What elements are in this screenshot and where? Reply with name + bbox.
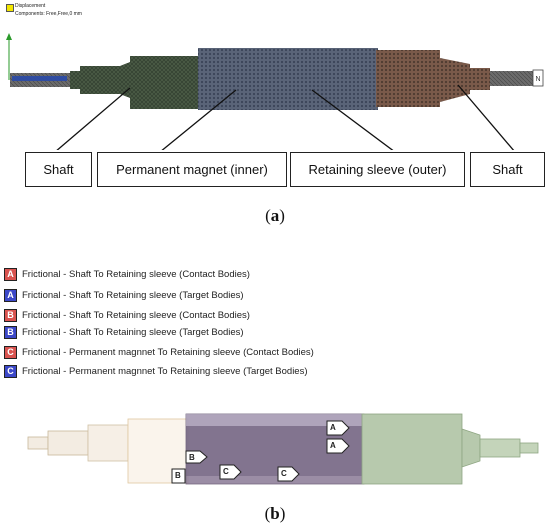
legend-badge: A (4, 267, 17, 281)
legend-text: Frictional - Permanent magnnet To Retain… (22, 365, 308, 377)
left-shaft-body (130, 56, 200, 109)
legend-badge: C (4, 364, 17, 378)
tag-a-label: A (330, 441, 336, 450)
tag-c-1 (219, 464, 242, 480)
result-title: Displacement (15, 3, 46, 9)
label-retaining-sleeve: Retaining sleeve (outer) (290, 152, 465, 187)
displacement-legend-swatch (6, 4, 14, 12)
tag-b-2 (171, 468, 186, 484)
tag-a-1 (326, 420, 350, 436)
legend-item: C Frictional - Permanent magnnet To Reta… (4, 344, 314, 360)
tag-c-label: C (281, 469, 287, 478)
result-components: Components: Free,Free,0 mm (15, 11, 82, 17)
legend-text: Frictional - Shaft To Retaining sleeve (… (22, 309, 250, 321)
rotor-mesh-model: N (6, 33, 544, 150)
legend-item: C Frictional - Permanent magnnet To Reta… (4, 363, 308, 379)
legend-badge: A (4, 288, 17, 302)
label-permanent-magnet: Permanent magnet (inner) (97, 152, 287, 187)
tag-a-label: A (330, 423, 336, 432)
right-shaft-tip (490, 71, 535, 86)
contact-model-view (27, 413, 539, 485)
svg-text:N: N (535, 76, 540, 83)
legend-text: Frictional - Shaft To Retaining sleeve (… (22, 268, 250, 280)
right-shaft-body-b (361, 413, 463, 485)
tag-b-label: B (175, 471, 181, 480)
tag-a-2 (326, 438, 350, 454)
label-shaft-left: Shaft (25, 152, 92, 187)
left-shaft-arrow-band (12, 76, 67, 81)
label-shaft-right: Shaft (470, 152, 545, 187)
legend-text: Frictional - Permanent magnnet To Retain… (22, 346, 314, 358)
legend-item: B Frictional - Shaft To Retaining sleeve… (4, 324, 244, 340)
tag-c-2 (277, 466, 300, 482)
tag-b-label: B (189, 453, 195, 462)
legend-text: Frictional - Shaft To Retaining sleeve (… (22, 326, 244, 338)
tag-c-label: C (223, 467, 229, 476)
legend-text: Frictional - Shaft To Retaining sleeve (… (22, 289, 244, 301)
caption-a: (a) (265, 206, 285, 225)
legend-badge: C (4, 345, 17, 359)
tag-b-1 (185, 450, 208, 464)
legend-badge: B (4, 325, 17, 339)
caption-b: (b) (264, 504, 286, 523)
permanent-magnet-mesh (198, 48, 378, 110)
legend-item: B Frictional - Shaft To Retaining sleeve… (4, 307, 250, 323)
legend-item: A Frictional - Shaft To Retaining sleeve… (4, 266, 250, 282)
legend-badge: B (4, 308, 17, 322)
legend-item: A Frictional - Shaft To Retaining sleeve… (4, 287, 244, 303)
retaining-sleeve-mesh (376, 50, 440, 107)
